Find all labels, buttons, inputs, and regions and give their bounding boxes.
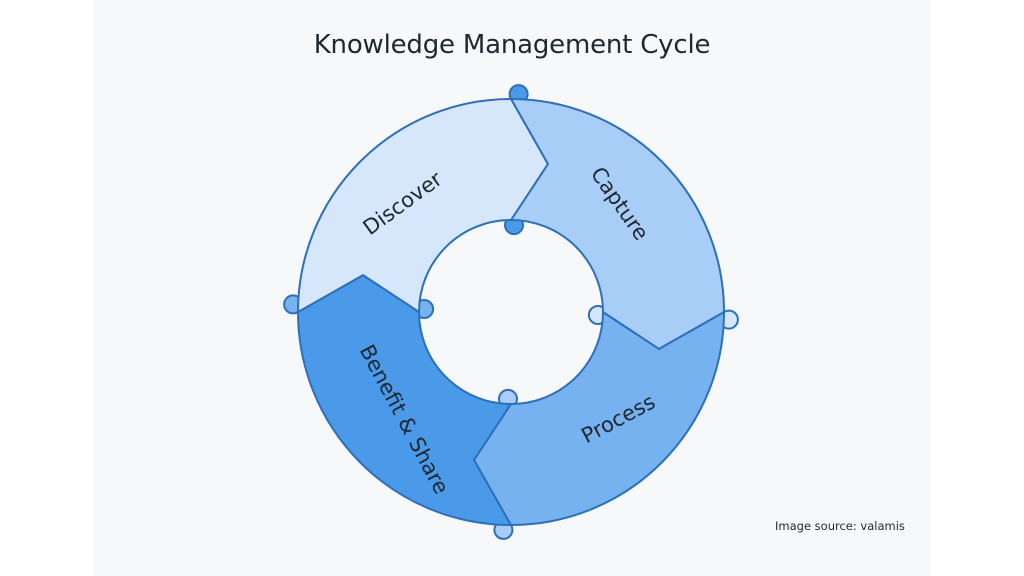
cycle-segment-capture [510,98,725,350]
cycle-segment-discover [297,98,549,313]
cycle-segment-process [473,311,725,526]
image-source-credit: Image source: valamis [775,519,905,533]
cycle-segment-benefit-share [297,274,512,526]
diagram-title: Knowledge Management Cycle [313,30,711,60]
